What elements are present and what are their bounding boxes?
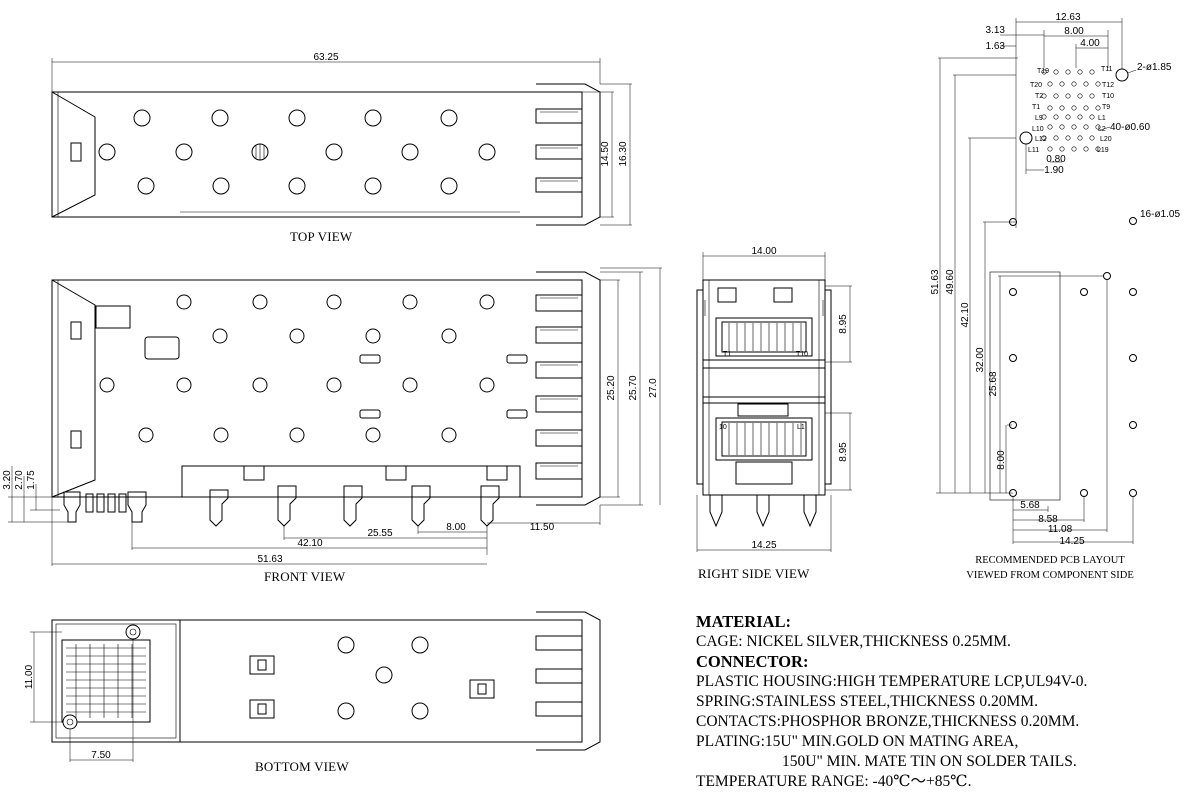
front-side-tabs [535, 294, 583, 480]
plating-note: PLATING:15U" MIN.GOLD ON MATING AREA, [696, 733, 1019, 750]
dim-right-14-25: 14.25 [751, 540, 776, 551]
pcb-dim-8-00: 8.00 [1064, 26, 1084, 37]
bottom-contact-grid [66, 644, 146, 718]
dim-right-8-95-upper: 8.95 [838, 314, 849, 334]
dim-bottom-7-50: 7.50 [91, 750, 111, 761]
pcb-pin-l1: L1 [1098, 115, 1106, 122]
pcb-dim-32-00: 32.00 [975, 347, 986, 372]
contacts-note: CONTACTS:PHOSPHOR BRONZE,THICKNESS 0.20M… [696, 713, 1080, 730]
pcb-dim-14-25: 14.25 [1059, 536, 1084, 547]
dim-front-25-55: 25.55 [367, 528, 392, 539]
dim-right-14: 14.00 [751, 246, 776, 257]
pcb-pin-l10: L10 [1032, 126, 1044, 133]
pcb-dim-11-08: 11.08 [1048, 524, 1073, 535]
material-heading: MATERIAL: [696, 612, 792, 631]
dim-front-25-20: 25.20 [606, 375, 617, 400]
front-view: 25.20 25.70 27.0 3.20 2.70 1.75 8.00 11.… [2, 267, 662, 566]
top-view: 63.25 14.50 16.30 [51, 52, 632, 226]
pin-label-t10: T10 [796, 351, 808, 358]
front-pins [63, 485, 500, 527]
pcb-dim-8-58: 8.58 [1038, 514, 1058, 525]
dim-width: 14.50 [600, 141, 611, 166]
connector-heading: CONNECTOR: [696, 652, 809, 671]
dim-front-pitch: 8.00 [446, 522, 466, 533]
pcb-top-dims: 12.63 3.13 8.00 1.63 4.00 2-ø1.85 40-ø0.… [986, 12, 1180, 228]
pin-label-l1: L1 [797, 424, 805, 431]
plating-note-cont: 150U" MIN. MATE TIN ON SOLDER TAILS. [782, 753, 1077, 770]
dim-front-2-70: 2.70 [14, 470, 25, 490]
dim-front-25-70: 25.70 [628, 375, 639, 400]
pcb-dim-8-00-v: 8.00 [996, 450, 1007, 470]
pcb-pin-t11: T11 [1101, 66, 1113, 73]
dim-front-27: 27.0 [648, 378, 659, 398]
pcb-pin-t1: T1 [1032, 104, 1040, 111]
pcb-pin-l9: L9 [1035, 115, 1043, 122]
pcb-dim-25-68: 25.68 [988, 371, 999, 396]
pcb-dim-12-63: 12.63 [1055, 12, 1080, 23]
dim-front-42-10: 42.10 [297, 538, 322, 549]
pcb-dim-3-13: 3.13 [986, 25, 1006, 36]
pcb-dim-40-d0-60: 40-ø0.60 [1110, 122, 1150, 133]
right-view-caption: RIGHT SIDE VIEW [698, 566, 810, 581]
pcb-layout: T19 T11 T20 T12 T2 T10 T1 T9 L9 L1 L10 L… [930, 12, 1180, 547]
top-view-caption: TOP VIEW [290, 229, 353, 244]
pcb-horizontal-dims: 5.68 8.58 11.08 14.25 [1012, 280, 1134, 547]
right-upper-contacts [728, 323, 802, 351]
right-lower-contacts [728, 423, 802, 455]
pcb-pin-t10: T10 [1102, 93, 1114, 100]
pcb-dim-51-63: 51.63 [930, 269, 941, 294]
pcb-pin-labels: T19 T11 T20 T12 T2 T10 T1 T9 L9 L1 L10 L… [1028, 66, 1114, 154]
pcb-caption-line1: RECOMMENDED PCB LAYOUT [975, 555, 1125, 566]
pcb-pin-t19: T19 [1037, 68, 1049, 75]
pcb-pin-t2: T2 [1035, 93, 1043, 100]
pcb-pin-l11: L11 [1028, 147, 1039, 154]
pcb-pin-t20: T20 [1030, 82, 1042, 89]
pcb-dim-2-d1-85: 2-ø1.85 [1137, 62, 1172, 73]
pin-label-t1: T1 [723, 351, 731, 358]
pcb-dim-1-90: 1.90 [1044, 165, 1064, 176]
housing-note: PLASTIC HOUSING:HIGH TEMPERATURE LCP,UL9… [696, 673, 1088, 690]
dim-front-3-20: 3.20 [2, 470, 13, 490]
top-vent-holes [98, 109, 496, 195]
pcb-dim-0-80: 0.80 [1046, 154, 1066, 165]
pcb-board-holes [989, 218, 1137, 501]
dim-bottom-11: 11.00 [24, 664, 35, 689]
pcb-dim-42-10: 42.10 [960, 302, 971, 327]
material-notes: MATERIAL: CAGE: NICKEL SILVER,THICKNESS … [696, 612, 1196, 792]
front-vent-holes [99, 294, 528, 443]
temperature-note: TEMPERATURE RANGE: -40℃～+85℃. [696, 773, 972, 790]
right-dims: 14.00 8.95 8.95 14.25 [696, 246, 852, 552]
pcb-caption-line2: VIEWED FROM COMPONENT SIDE [966, 570, 1134, 581]
pcb-dim-5-68: 5.68 [1020, 500, 1040, 511]
dim-front-11-50: 11.50 [530, 522, 555, 533]
top-dims: 63.25 14.50 16.30 [51, 52, 632, 226]
pcb-pin-l12: L12 [1035, 136, 1047, 143]
pcb-dim-1-63: 1.63 [986, 41, 1006, 52]
pcb-pin-l20: L20 [1100, 136, 1112, 143]
bottom-view-caption: BOTTOM VIEW [255, 759, 349, 774]
front-view-caption: FRONT VIEW [264, 569, 346, 584]
dim-front-51-63: 51.63 [257, 554, 282, 565]
bottom-view: 11.00 7.50 [24, 611, 601, 762]
pcb-pin-t9: T9 [1102, 104, 1110, 111]
dim-front-1-75: 1.75 [26, 470, 37, 490]
pcb-dim-49-60: 49.60 [945, 269, 956, 294]
dim-overall-length: 63.25 [313, 52, 338, 63]
pcb-vertical-dims: 51.63 49.60 42.10 32.00 25.68 8.00 [930, 57, 1104, 494]
dim-right-8-95-lower: 8.95 [838, 442, 849, 462]
right-side-view: T1 T10 10 L1 14.00 8.95 8.95 1 [696, 246, 852, 552]
pcb-connector-holes [1041, 69, 1101, 152]
spring-note: SPRING:STAINLESS STEEL,THICKNESS 0.20MM. [696, 693, 1038, 710]
front-dims: 25.20 25.70 27.0 3.20 2.70 1.75 8.00 11.… [2, 267, 662, 566]
pcb-pin-l19: L19 [1097, 147, 1109, 154]
pin-label-10: 10 [719, 424, 727, 431]
dim-width-flange: 16.30 [618, 141, 629, 166]
pcb-dim-16-d1-05: 16-ø1.05 [1140, 209, 1180, 220]
pcb-pin-t12: T12 [1102, 82, 1114, 89]
cage-note: CAGE: NICKEL SILVER,THICKNESS 0.25MM. [696, 633, 1011, 650]
pcb-dim-4-00: 4.00 [1080, 38, 1100, 49]
bottom-dims: 11.00 7.50 [24, 631, 134, 762]
